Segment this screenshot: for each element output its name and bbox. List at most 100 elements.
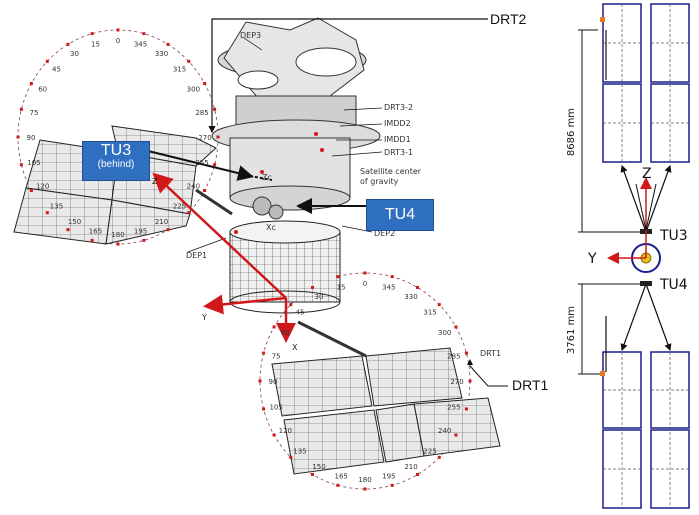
satellite-body — [211, 17, 381, 314]
angle-tick-label: 90 — [27, 134, 36, 142]
angle-marker — [90, 238, 94, 242]
angle-marker — [66, 42, 70, 46]
angle-tick-label: 315 — [423, 309, 436, 317]
callout-tu4: TU4 — [366, 199, 434, 231]
callout-drt1: DRT1 — [512, 377, 549, 393]
angle-marker — [262, 351, 266, 355]
label-dep3: DEP3 — [240, 31, 261, 40]
angle-marker — [142, 238, 146, 242]
dim-upper-label: 8686 mm — [566, 108, 577, 156]
angle-tick-label: 195 — [134, 228, 147, 236]
label-cog-1: Satellite center — [360, 167, 422, 176]
angle-tick-label: 120 — [36, 183, 49, 191]
angle-marker — [142, 32, 146, 36]
angle-marker — [454, 325, 458, 329]
angle-marker — [464, 407, 468, 411]
angle-marker — [213, 163, 217, 167]
angle-marker — [45, 59, 49, 63]
angle-tick-label: 330 — [155, 50, 168, 58]
angle-marker — [116, 28, 120, 32]
angle-marker — [29, 189, 33, 192]
angle-tick-label: 135 — [293, 447, 306, 455]
side-view — [578, 3, 690, 509]
body-axes — [152, 172, 296, 343]
callout-drt2: DRT2 — [490, 11, 527, 27]
angle-marker — [437, 455, 441, 459]
callout-tu3-main: TU3 — [100, 142, 132, 159]
angle-tick-label: 135 — [50, 203, 63, 211]
angle-marker — [289, 455, 293, 459]
angle-tick-label: 30 — [70, 50, 79, 58]
angle-tick-label: 300 — [187, 86, 200, 94]
angle-tick-label: 210 — [404, 463, 417, 471]
angle-marker — [262, 407, 266, 411]
side-tu3: TU3 — [659, 228, 688, 244]
angle-tick-label: 225 — [423, 447, 436, 455]
angle-tick-label: 180 — [358, 476, 371, 484]
label-cog-2: of gravity — [360, 177, 399, 186]
label-drt3-1: DRT3-1 — [384, 148, 413, 157]
callout-tu3-sub: (behind) — [97, 159, 135, 170]
angle-tick-label: 210 — [155, 218, 168, 226]
angle-tick-label: 180 — [111, 231, 124, 239]
angle-tick-label: 165 — [335, 473, 348, 481]
label-dep1: DEP1 — [186, 251, 207, 260]
side-axis-z: Z — [642, 166, 652, 182]
angle-marker — [166, 228, 170, 232]
angle-tick-label: 285 — [447, 353, 460, 361]
side-tu4: TU4 — [659, 277, 688, 293]
angle-marker — [468, 379, 472, 383]
angle-tick-label: 45 — [52, 65, 61, 73]
angle-tick-label: 60 — [281, 329, 290, 337]
angle-tick-label: 255 — [447, 403, 460, 411]
angle-tick-label: 105 — [269, 403, 282, 411]
angle-marker — [213, 107, 217, 111]
angle-tick-label: 75 — [30, 109, 39, 117]
angle-tick-label: 240 — [187, 183, 200, 191]
angle-marker — [390, 275, 394, 279]
angle-tick-label: 60 — [38, 86, 47, 94]
label-imdd1: IMDD1 — [384, 135, 411, 144]
angle-tick-label: 165 — [89, 228, 102, 236]
angle-tick-label: 300 — [438, 329, 451, 337]
leader-lines — [143, 18, 508, 387]
label-xc: Xc — [266, 223, 276, 232]
label-dep2: DEP2 — [374, 229, 395, 238]
callout-tu3: TU3 (behind) — [82, 141, 150, 181]
angle-marker — [203, 82, 207, 85]
angle-marker — [19, 163, 23, 167]
angle-marker — [29, 82, 33, 85]
angle-tick-label: 15 — [91, 40, 100, 48]
angle-marker — [336, 483, 340, 487]
angle-marker — [90, 32, 94, 36]
angle-marker — [258, 379, 262, 383]
angle-marker — [363, 271, 367, 275]
angle-tick-label: 255 — [195, 159, 208, 167]
label-imdd2: IMDD2 — [384, 119, 411, 128]
angle-tick-label: 225 — [173, 203, 186, 211]
angle-marker — [66, 228, 70, 232]
angle-tick-label: 240 — [438, 427, 451, 435]
side-view-labels: 8686 mm 3761 mm Z Y TU3 TU4 — [566, 108, 688, 354]
angle-marker — [416, 285, 419, 289]
angle-tick-label: 315 — [173, 65, 186, 73]
angle-tick-label: 105 — [27, 159, 40, 167]
angle-tick-label: 45 — [295, 309, 304, 317]
axis-y-label: Y — [201, 313, 207, 322]
angle-tick-label: 195 — [382, 473, 395, 481]
angle-marker — [454, 433, 458, 437]
angle-marker — [272, 433, 276, 437]
angle-tick-label: 0 — [116, 37, 120, 45]
angle-tick-label: 285 — [195, 109, 208, 117]
label-zc: Zc — [262, 173, 272, 182]
angle-marker — [203, 189, 207, 192]
angle-tick-label: 345 — [134, 40, 147, 48]
angle-marker — [166, 42, 170, 46]
callout-tu4-main: TU4 — [384, 206, 416, 223]
angle-ticks-upper: 0 15 30 45 60 75 90 105 120 135 150 165 180 195 210 225… — [16, 28, 220, 246]
axis-x-label: X — [292, 343, 298, 352]
angle-marker — [437, 303, 441, 307]
angle-tick-label: 150 — [68, 218, 81, 226]
angle-tick-label: 270 — [450, 378, 463, 386]
angle-marker — [45, 211, 49, 215]
